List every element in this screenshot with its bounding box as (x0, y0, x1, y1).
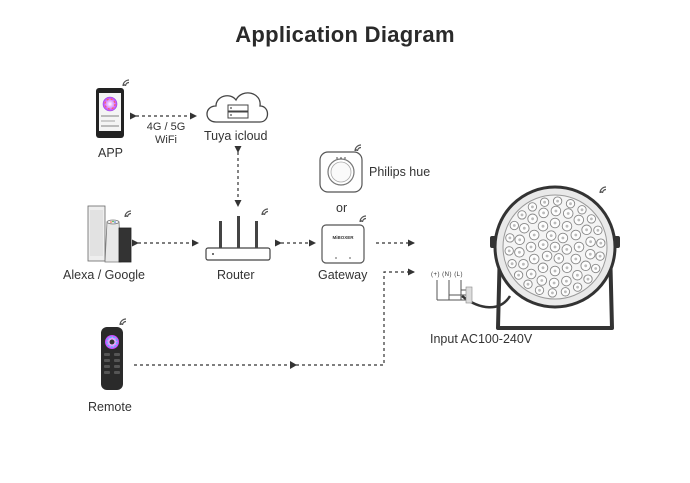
or-label: or (336, 201, 348, 215)
led-core (599, 241, 603, 245)
link-app-cloud-line-2: WiFi (155, 134, 177, 146)
led-core (565, 248, 569, 251)
router-label: Router (217, 268, 255, 282)
led-core (589, 240, 592, 244)
led-core (566, 212, 570, 215)
led-core (584, 264, 588, 268)
link-remote-light (134, 268, 415, 366)
led-core (507, 249, 511, 253)
led-core (590, 217, 593, 221)
led-core (549, 234, 553, 238)
led-core (576, 285, 579, 289)
terminal-l: (L) (454, 272, 464, 278)
link-app-cloud-label: 4G / 5G WiFi (140, 121, 192, 147)
terminal-n: (N) (442, 272, 453, 278)
led-core (556, 199, 559, 203)
led-core (585, 228, 588, 232)
led-core (574, 233, 578, 237)
led-core (542, 211, 545, 215)
led-core (540, 279, 544, 282)
led-core (552, 281, 556, 285)
led-core (522, 226, 526, 230)
remote-label: Remote (88, 400, 132, 414)
led-core (531, 205, 534, 209)
led-core (580, 208, 584, 212)
philips-hue-bridge-icon (319, 144, 363, 193)
led-core (510, 262, 514, 266)
led-core (598, 254, 602, 258)
alexa-google-label: Alexa / Google (63, 268, 145, 282)
led-core (538, 288, 541, 292)
led-core (520, 213, 524, 217)
led-core (541, 243, 545, 247)
led-core (557, 257, 561, 260)
terminal-block (436, 280, 473, 304)
led-core (553, 269, 557, 273)
led-core (565, 266, 569, 270)
led-core (543, 200, 546, 204)
led-core (526, 282, 530, 286)
led-core (594, 267, 598, 270)
led-core (596, 228, 600, 232)
remote-midarrow (290, 361, 297, 369)
terminal-labels: (+) (N) (L) (431, 272, 463, 278)
led-core (577, 218, 581, 222)
led-core (512, 224, 516, 227)
led-core (508, 236, 512, 240)
led-core (577, 245, 581, 249)
app-phone-icon (96, 79, 130, 138)
router-icon (205, 208, 271, 261)
gateway-icon: MiBOXER (321, 215, 367, 264)
led-core (522, 262, 525, 266)
gateway-label: Gateway (318, 268, 368, 282)
led-core (531, 217, 534, 221)
remote-icon (101, 318, 127, 390)
led-core (564, 290, 567, 294)
link-app-cloud-line-1: 4G / 5G (146, 121, 186, 133)
led-core (561, 236, 565, 240)
led-core (545, 254, 549, 258)
led-core (586, 277, 590, 281)
led-core (554, 209, 558, 213)
cloud-label: Tuya icloud (204, 129, 268, 143)
cloud-icon (206, 92, 269, 123)
led-core (518, 250, 521, 254)
philips-hue-label: Philips hue (369, 165, 431, 179)
led-core (588, 252, 592, 256)
led-core (576, 273, 579, 277)
terminal-plus: (+) (431, 272, 440, 278)
led-core (565, 224, 569, 228)
smart-speaker-icon (87, 205, 132, 263)
led-core (565, 279, 568, 283)
led-array (504, 196, 606, 298)
led-core (529, 272, 533, 276)
led-core (532, 257, 536, 261)
led-core (517, 273, 520, 277)
input-voltage-label: Input AC100-240V (430, 332, 533, 346)
diagram-title: Application Diagram (235, 22, 455, 47)
led-core (529, 245, 533, 249)
led-core (553, 245, 557, 249)
led-core (551, 291, 554, 295)
flood-light-fixture (461, 185, 620, 330)
app-label: APP (98, 146, 124, 160)
gateway-brand: MiBOXER (332, 235, 354, 240)
led-core (541, 224, 545, 228)
connection-lines (130, 112, 415, 366)
led-core (569, 202, 572, 206)
led-core (553, 221, 557, 225)
led-core (574, 257, 578, 261)
led-core (532, 233, 536, 237)
led-core (518, 238, 522, 242)
led-core (541, 266, 545, 270)
